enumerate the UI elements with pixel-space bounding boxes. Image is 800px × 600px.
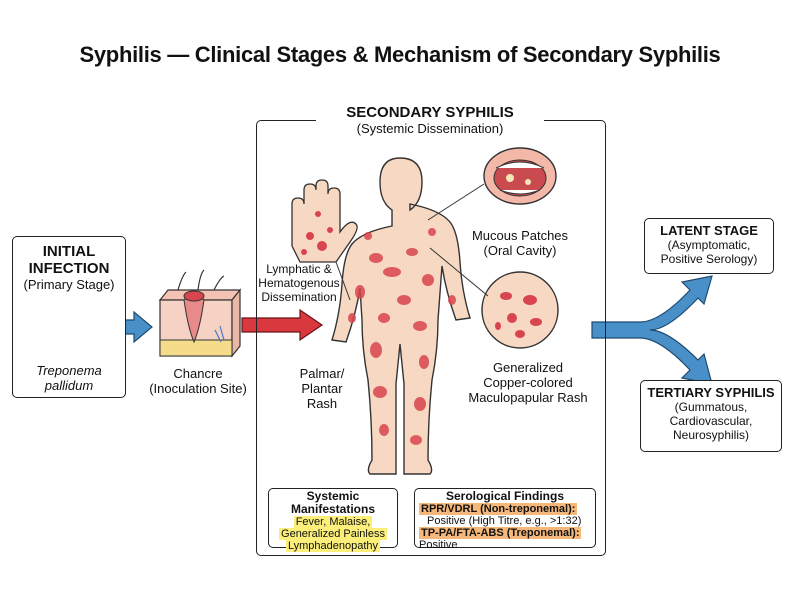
pointer-mouth <box>427 183 485 221</box>
rash-label: Generalized Copper-colored Maculopapular… <box>458 360 598 405</box>
initial-infection-box: INITIAL INFECTION (Primary Stage) Trepon… <box>12 236 126 398</box>
systemic-item-2: Generalized Painless <box>279 528 387 540</box>
tertiary-heading: TERTIARY SYPHILIS <box>647 385 775 400</box>
dissemination-line-3: Dissemination <box>261 290 337 304</box>
chancre-illustration <box>158 269 242 358</box>
systemic-item-3: Lymphadenopathy <box>285 540 381 552</box>
serological-findings-box: Serological Findings RPR/VDRL (Non-trepo… <box>414 488 596 551</box>
arrow-split <box>591 275 713 385</box>
serology-test-1: RPR/VDRL (Non-treponemal): <box>419 503 578 515</box>
mouth-illustration <box>483 147 557 205</box>
chancre-label-1: Chancre <box>173 366 223 381</box>
secondary-heading: SECONDARY SYPHILIS <box>346 104 514 121</box>
pointer-rash <box>429 247 489 297</box>
systemic-manifestations-box: Systemic Manifestations Fever, Malaise, … <box>268 488 398 552</box>
initial-heading-2: INFECTION <box>28 260 110 277</box>
palmar-line-1: Palmar/ <box>299 366 345 381</box>
torso-closeup-illustration <box>481 271 559 349</box>
serology-result-2: Positive <box>419 539 458 551</box>
organism-line-2: pallidum <box>44 378 94 393</box>
serology-test-2: TP-PA/FTA-ABS (Treponemal): <box>419 527 582 539</box>
secondary-subtitle: (Systemic Dissemination) <box>356 121 504 136</box>
palmar-line-3: Rash <box>306 396 338 411</box>
latent-line-2: Positive Serology) <box>660 252 758 266</box>
serology-result-1: Positive (High Titre, e.g., >1:32) <box>427 515 582 527</box>
palm-illustration <box>291 179 358 263</box>
systemic-heading-1: Systemic <box>306 489 360 503</box>
palmar-label: Palmar/ Plantar Rash <box>286 366 358 411</box>
arrow-dissemination <box>241 308 324 342</box>
systemic-item-1: Fever, Malaise, <box>293 516 373 528</box>
chancre-label: Chancre (Inoculation Site) <box>138 366 258 396</box>
chancre-label-2: (Inoculation Site) <box>149 381 247 396</box>
tertiary-line-2: Cardiovascular, <box>669 414 753 428</box>
tertiary-syphilis-box: TERTIARY SYPHILIS (Gummatous, Cardiovasc… <box>640 380 782 452</box>
dissemination-label: Lymphatic & Hematogenous Dissemination <box>244 262 354 304</box>
latent-heading: LATENT STAGE <box>660 223 758 238</box>
latent-line-1: (Asymptomatic, <box>667 238 751 252</box>
rash-line-1: Generalized <box>492 360 564 375</box>
tertiary-line-1: (Gummatous, <box>674 400 748 414</box>
initial-heading-1: INITIAL <box>42 243 96 260</box>
dissemination-line-2: Hematogenous <box>258 276 340 290</box>
serology-heading: Serological Findings <box>445 489 564 503</box>
rash-line-3: Maculopapular Rash <box>468 390 588 405</box>
systemic-heading-2: Manifestations <box>290 502 375 516</box>
pointer-palmar <box>335 261 351 301</box>
initial-subtitle: (Primary Stage) <box>23 277 115 292</box>
page-title: Syphilis — Clinical Stages & Mechanism o… <box>79 42 721 67</box>
latent-stage-box: LATENT STAGE (Asymptomatic, Positive Ser… <box>644 218 774 274</box>
tertiary-line-3: Neurosyphilis) <box>672 428 750 442</box>
dissemination-line-1: Lymphatic & <box>266 262 332 276</box>
palmar-line-2: Plantar <box>301 381 343 396</box>
rash-line-2: Copper-colored <box>483 375 573 390</box>
organism-line-1: Treponema <box>36 363 102 378</box>
secondary-header: SECONDARY SYPHILIS (Systemic Disseminati… <box>316 104 544 136</box>
mucous-line-1: Mucous Patches <box>471 228 569 243</box>
mucous-line-2: (Oral Cavity) <box>483 243 557 258</box>
mucous-label: Mucous Patches (Oral Cavity) <box>462 228 578 258</box>
body-illustration <box>331 157 471 475</box>
